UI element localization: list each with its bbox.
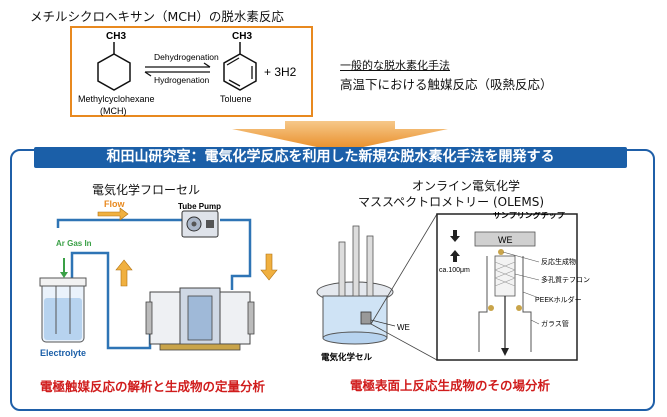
- electrolyte-label: Electrolyte: [40, 348, 86, 358]
- cyclohexane-ring: [97, 53, 131, 91]
- label-peek: PEEKホルダー: [535, 295, 582, 304]
- right-caption: 電極表面上反応生成物のその場分析: [350, 378, 551, 393]
- reaction-heading: メチルシクロヘキサン（MCH）の脱水素反応: [30, 9, 284, 24]
- forward-label: Dehydrogenation: [154, 52, 219, 62]
- general-method-text: 高温下における触媒反応（吸熱反応）: [340, 77, 553, 92]
- ch3-right: CH3: [232, 31, 252, 42]
- we-top-label: WE: [498, 235, 513, 245]
- flow-arrow-icon: [97, 207, 129, 221]
- label-products: 反応生成物: [541, 257, 576, 266]
- left-caption: 電極触媒反応の解析と生成物の定量分析: [40, 379, 266, 394]
- general-method-label: 一般的な脱水素化手法: [340, 59, 450, 72]
- label-glass: ガラス管: [541, 319, 569, 328]
- benzene-ring: [223, 53, 257, 91]
- reactant-abbr: (MCH): [100, 106, 127, 116]
- flow-label: Flow: [104, 199, 125, 209]
- we-cell-label: WE: [397, 323, 410, 332]
- label-teflon: 多孔質テフロン: [541, 275, 590, 284]
- gas-label: Ar Gas In: [56, 239, 92, 248]
- olems-diagram: WE 電気化学セル サンプリングチップ WE ca.100μm 反応生成物 多孔…: [316, 212, 590, 362]
- flow-down-arrow-icon: [260, 253, 278, 281]
- reactant-name: Methylcyclohexane: [78, 94, 155, 104]
- reaction-scheme: CH3 Dehydrogenation Hydrogenation CH3 + …: [78, 31, 297, 116]
- ch3-left: CH3: [106, 31, 126, 42]
- reverse-label: Hydrogenation: [154, 75, 210, 85]
- product-name: Toluene: [220, 94, 252, 104]
- flow-cell-diagram: Flow Tube Pump Ar Gas In Electrolyte: [39, 199, 278, 358]
- tubing-top: [56, 218, 188, 228]
- lab-banner: 和田山研究室：電気化学反応を利用した新規な脱水素化手法を開発する: [34, 147, 627, 168]
- tip-title: サンプリングチップ: [493, 212, 566, 220]
- flow-cell-title: 電気化学フローセル: [92, 183, 201, 197]
- down-arrow-icon: [232, 121, 448, 152]
- tubing-right: [220, 218, 252, 290]
- distance-label: ca.100μm: [439, 267, 470, 274]
- olems-title-line2: マススペクトロメトリー (OLEMS): [358, 195, 545, 209]
- flow-up-arrow-icon: [115, 259, 133, 287]
- cell-label: 電気化学セル: [321, 352, 373, 362]
- we-electrode: [474, 231, 536, 247]
- pump-label: Tube Pump: [178, 202, 221, 211]
- olems-title-line1: オンライン電気化学: [412, 179, 521, 193]
- reaction-box: CH3 Dehydrogenation Hydrogenation CH3 + …: [70, 26, 313, 117]
- h2-product: + 3H2: [264, 65, 297, 79]
